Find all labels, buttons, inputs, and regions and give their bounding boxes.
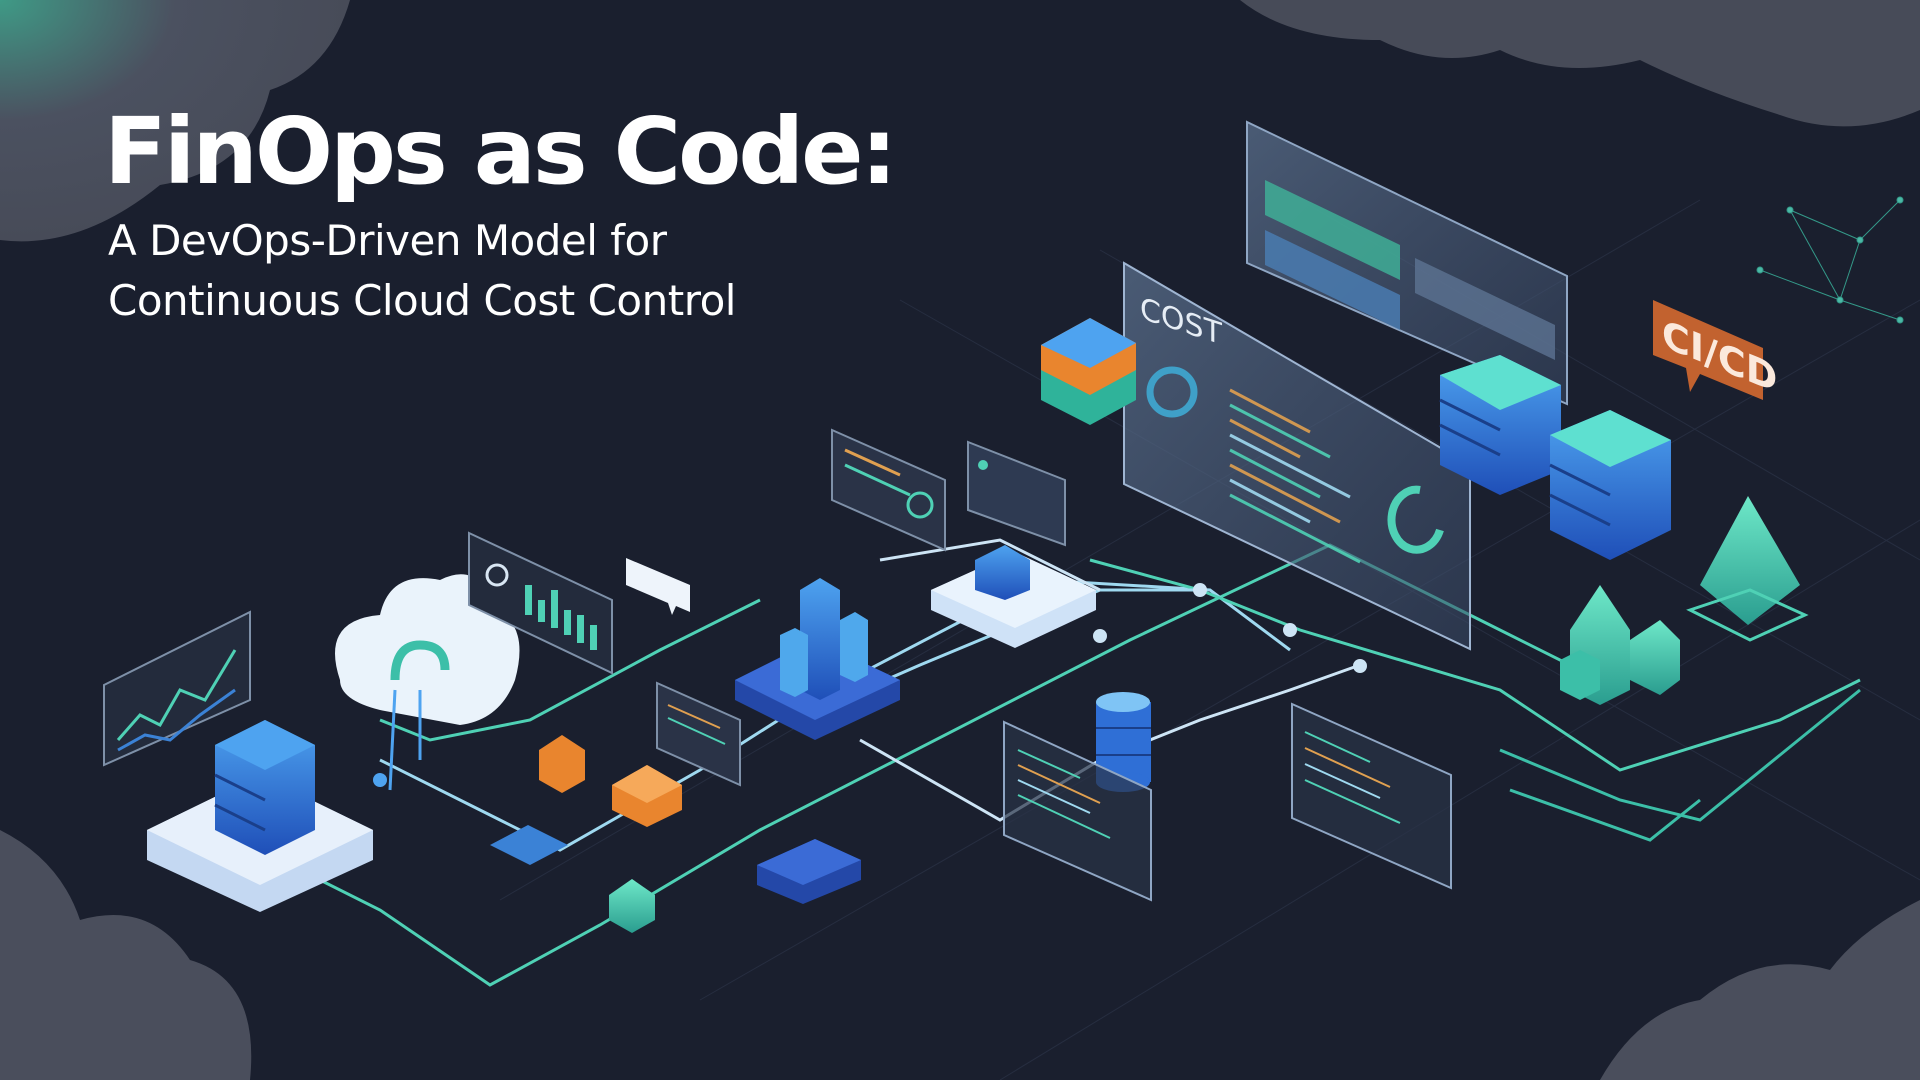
subtitle-line-1: A DevOps-Driven Model for — [108, 216, 667, 265]
central-tower-icon — [735, 578, 900, 740]
code-panel — [1291, 702, 1452, 890]
blue-box-icon — [757, 839, 861, 904]
code-card — [831, 428, 946, 552]
gauge-icon — [1146, 366, 1198, 418]
line-chart-panel — [103, 610, 251, 767]
server-stack-icon — [1439, 355, 1671, 560]
donut-chart-icon — [1387, 485, 1444, 554]
cloud-icon — [335, 574, 520, 791]
green-buildings-icon — [1560, 585, 1680, 705]
subtitle-line-2: Continuous Cloud Cost Control — [108, 276, 736, 325]
pyramid-icon — [1686, 496, 1809, 642]
insight-card — [967, 440, 1066, 547]
orange-cube-icon — [539, 735, 682, 827]
network-constellation-icon — [1756, 196, 1904, 324]
connection-nodes — [373, 583, 1367, 787]
code-panel — [1003, 720, 1152, 902]
sync-node-icon — [490, 825, 568, 865]
pipeline-dashboard-panel — [1246, 120, 1568, 406]
bar-chart-panel — [468, 531, 613, 675]
chat-bubble-icon — [626, 558, 690, 615]
platform-icon — [931, 545, 1096, 648]
database-server-icon — [147, 720, 373, 912]
page-title: FinOps as Code: — [104, 98, 897, 205]
code-card-small — [656, 681, 741, 787]
green-cube-icon — [609, 879, 655, 933]
cicd-badge: CI/CD — [1653, 300, 1777, 402]
cicd-label: CI/CD — [1662, 311, 1777, 402]
layered-storage-icon — [1041, 318, 1136, 425]
